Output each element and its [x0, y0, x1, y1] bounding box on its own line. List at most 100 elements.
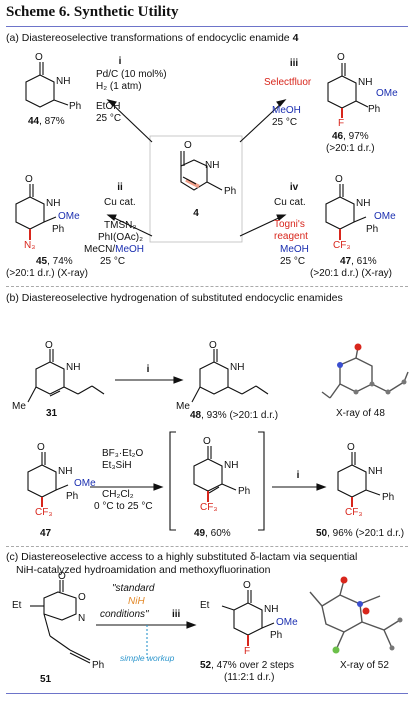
atom-ph-51: Ph: [92, 660, 105, 671]
atom-ph-49: Ph: [238, 486, 251, 497]
reaction-iv-r1: Togni's: [274, 219, 305, 230]
compound-45-label: 45, 74%: [36, 256, 73, 267]
section-b-heading: (b) Diastereoselective hydrogenation of …: [6, 292, 343, 304]
reaction-iv-label: iv: [289, 182, 299, 193]
reaction-ii-r2: PhI(OAc)₂: [98, 232, 143, 243]
cond-conditions: conditions": [100, 609, 149, 620]
atom-ph-50: Ph: [382, 492, 395, 503]
reaction-b-i2-label: i: [296, 470, 300, 481]
compound-46-dr: (>20:1 d.r.): [326, 143, 375, 154]
atom-nh-44: NH: [56, 76, 71, 87]
reagent-bf3: BF₃·Et₂O: [102, 448, 144, 459]
atom-o-47: O: [335, 174, 343, 185]
compound-47b-structure: [27, 452, 69, 507]
atom-ph-52: Ph: [270, 630, 283, 641]
compound-47-dr: (>20:1 d.r.) (X-ray): [310, 268, 392, 279]
compound-49-structure: [193, 446, 237, 502]
xray-52-structure: [309, 579, 401, 651]
atom-nh-31: NH: [66, 362, 81, 373]
atom-ph-47b: Ph: [66, 491, 79, 502]
atom-f-52: F: [244, 646, 251, 657]
atom-ome-45: OMe: [58, 211, 80, 222]
compound-47-structure: [325, 184, 367, 240]
compound-52-label: 52, 47% over 2 steps: [200, 660, 294, 671]
compound-46-label: 46, 97%: [332, 131, 369, 142]
atom-ph-46: Ph: [368, 104, 381, 115]
xray-atoms: [332, 343, 407, 654]
bottom-rule: [6, 693, 408, 694]
compound-31-label: 31: [46, 408, 58, 419]
atom-f-46: F: [338, 118, 345, 129]
atom-nh-48: NH: [230, 362, 245, 373]
atom-cf3-49: CF₃: [200, 502, 218, 513]
cond-standard: "standard: [112, 583, 155, 594]
atom-et-52: Et: [200, 600, 210, 611]
simple-workup-label: simple workup: [120, 653, 175, 663]
reaction-iii-reagent: Selectfluor: [264, 77, 312, 88]
atom-ph-44: Ph: [69, 101, 82, 112]
atom-nh-47: NH: [356, 198, 371, 209]
atom-ph-4: Ph: [224, 186, 237, 197]
reaction-b-i-label: i: [146, 364, 150, 375]
atom-o-49: O: [203, 436, 211, 447]
atom-o-4: O: [184, 140, 192, 151]
section-c-heading-2: NiH-catalyzed hydroamidation and methoxy…: [16, 564, 271, 576]
compound-4-structure: [180, 151, 223, 191]
compound-46-structure: [327, 63, 369, 118]
reaction-iii-solvent: MeOH: [272, 105, 301, 116]
reaction-iv-temp: 25 °C: [280, 256, 306, 267]
atom-nh-47b: NH: [58, 466, 73, 477]
atom-n-51: N: [78, 613, 86, 624]
atom-nh-52: NH: [264, 604, 279, 615]
atom-ph-45: Ph: [52, 224, 65, 235]
compound-51-structure: [30, 580, 91, 664]
compound-44-structure: [25, 62, 69, 108]
section-a-heading: (a) Diastereoselective transformations o…: [6, 32, 299, 44]
atom-o-48: O: [209, 340, 217, 351]
reaction-i-solvent: EtOH: [96, 101, 121, 112]
atom-nh-49: NH: [224, 460, 239, 471]
reaction-i-reagent1: Pd/C (10 mol%): [96, 69, 167, 80]
atom-cf3-47: CF₃: [333, 240, 351, 251]
reaction-ii-label: ii: [117, 182, 123, 193]
atom-o-50: O: [347, 442, 355, 453]
atom-o2-51: O: [78, 592, 86, 603]
cond-nih: NiH: [128, 596, 145, 607]
atom-nh-45: NH: [46, 198, 61, 209]
atom-me-31: Me: [12, 401, 26, 412]
xray-52-caption: X-ray of 52: [340, 660, 389, 671]
section-c-heading-1: (c) Diastereoselective access to a highl…: [6, 551, 358, 563]
atom-nh-46: NH: [358, 77, 373, 88]
scheme-title: Scheme 6. Synthetic Utility: [6, 4, 179, 20]
arrows-a: [106, 99, 287, 237]
atom-o-44: O: [35, 52, 43, 63]
compound-45-dr: (>20:1 d.r.) (X-ray): [6, 268, 88, 279]
reagent-et3sih: Et₃SiH: [102, 460, 132, 471]
atom-ome-47: OMe: [374, 211, 396, 222]
divider-b-c: [6, 546, 408, 547]
divider-a-b: [6, 286, 408, 287]
xray-48-structure: [321, 346, 409, 399]
atom-cf3-50: CF₃: [345, 507, 363, 518]
atom-nh-50: NH: [368, 466, 383, 477]
bracket-left: [169, 431, 176, 531]
reagent-ch2cl2: CH₂Cl₂: [102, 489, 134, 500]
xray-48-caption: X-ray of 48: [336, 408, 385, 419]
compound-4-label: 4: [193, 208, 199, 219]
atom-ome-47b: OMe: [74, 478, 96, 489]
reaction-i-label: i: [118, 56, 122, 67]
atom-o-51: O: [58, 571, 66, 582]
compound-48-structure: [191, 349, 269, 403]
compound-48-label: 48, 93% (>20:1 d.r.): [190, 410, 279, 421]
bracket-right: [258, 431, 265, 531]
reaction-ii-solvent: MeCN/MeOH: [84, 244, 145, 255]
compound-49-label: 49, 60%: [194, 528, 231, 539]
atom-o-31: O: [45, 340, 53, 351]
title-rule: [6, 26, 408, 27]
compound-44-label: 44, 87%: [28, 116, 65, 127]
compound-31-structure: [27, 349, 105, 403]
compound-45-structure: [15, 184, 57, 240]
reaction-ii-r1: TMSN₃: [104, 220, 137, 231]
reaction-iv-cat: Cu cat.: [274, 197, 306, 208]
